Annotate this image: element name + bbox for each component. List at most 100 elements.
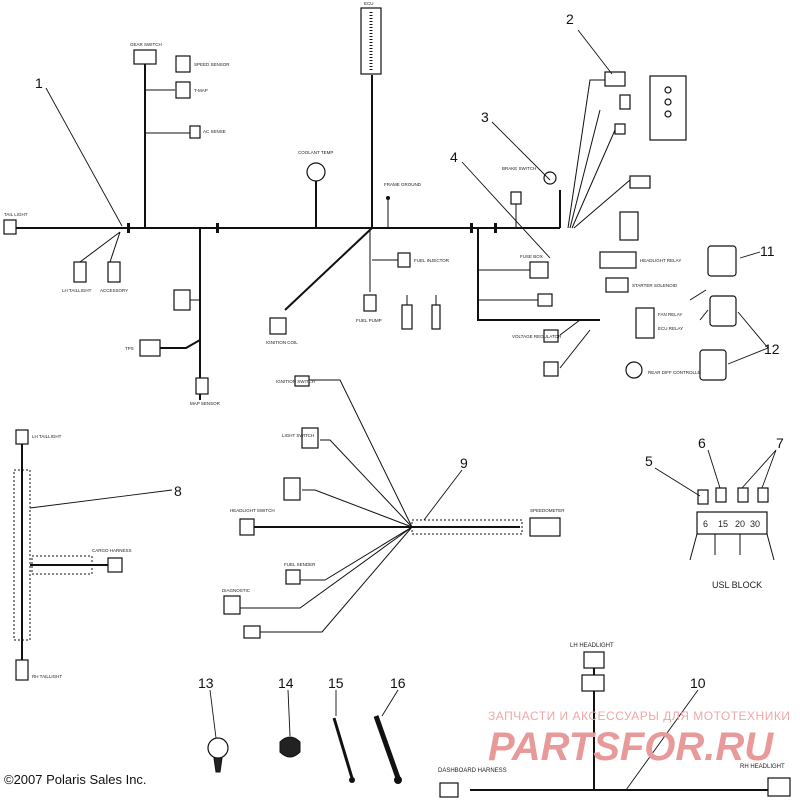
fuse-box-label: FUSE BOX [520, 254, 543, 259]
usl-fuse-5 [697, 489, 709, 505]
map-sensor-label: MAP SENSOR [190, 401, 221, 406]
callout-10: 10 [690, 675, 706, 691]
fuse-a [537, 293, 553, 307]
dashboard-harness-connector [439, 782, 459, 798]
callout-2: 2 [566, 11, 574, 27]
ecu-label: ECU [364, 1, 374, 6]
usl-fuse-7b [757, 487, 769, 503]
headlight-switch-label: HEADLIGHT SWITCH [230, 508, 275, 513]
fuse-box [529, 261, 549, 279]
t-map-connector [175, 81, 191, 99]
fuse-holder-3 [614, 123, 626, 135]
accessory-port [243, 625, 261, 639]
ac-sense-label: AC SENSE [203, 129, 226, 134]
usl-block-body [696, 511, 768, 535]
relay-12a [709, 295, 737, 327]
ac-sense-connector [189, 125, 201, 139]
ignition-switch-label: IGNITION SWITCH [276, 379, 315, 384]
t-map-label: T-MAP [194, 88, 208, 93]
part-16-tie [373, 715, 401, 779]
usl-num-3: 30 [750, 519, 760, 529]
rh-taillight-connector [15, 659, 29, 681]
fuel-sender-connector [285, 569, 301, 585]
coolant-temp-sensor [306, 162, 326, 182]
diagnostic-label: DIAGNOSTIC [222, 588, 251, 593]
lh-headlight-plug [581, 674, 605, 692]
speed-sensor-label: SPEED SENSOR [194, 62, 230, 67]
usl-num-0: 6 [703, 519, 708, 529]
rh-taillight-label: RH TAILLIGHT [32, 674, 62, 679]
lh-taillight-connector [15, 429, 29, 445]
callout-15: 15 [328, 675, 344, 691]
headlight-fuse [619, 211, 639, 241]
accessory-label: ACCESSORY [100, 288, 128, 293]
voltage-regulator-label: VOLTAGE REGULATOR [512, 334, 562, 339]
headlight-relay [599, 251, 637, 269]
part-15-tie [332, 717, 354, 779]
fuel-pump-connector [363, 294, 377, 312]
brake-switch-connector [510, 191, 522, 205]
injector-a-connector [401, 304, 413, 330]
fuel-sender-label: FUEL SENDER [284, 562, 316, 567]
lh-taillight-label: LH TAILLIGHT [32, 434, 62, 439]
rh-tail-plug [107, 261, 121, 283]
light-switch-connector [301, 427, 319, 449]
ignition-switch-connector [294, 375, 310, 387]
callout-6: 6 [698, 435, 706, 451]
callout-14: 14 [278, 675, 294, 691]
watermark-tagline: ЗАПЧАСТИ И АКСЕССУАРЫ ДЛЯ МОТОТЕХНИКИ [488, 709, 790, 723]
relay-12b [699, 349, 727, 381]
relay-block [635, 307, 655, 339]
part-13-grommet [207, 737, 229, 759]
callout-8: 8 [174, 483, 182, 499]
usl-fuse-7a [737, 487, 749, 503]
slave-solenoid [629, 175, 651, 189]
usl-num-2: 20 [735, 519, 745, 529]
taillight-harness: LH TAILLIGHT RH TAILLIGHT CARGO HARNESS [13, 429, 132, 681]
fuel-injector-label: FUEL INJECTOR [414, 258, 450, 263]
frame-ground-label: FRAME GROUND [384, 182, 422, 187]
speedometer-label: SPEEDOMETER [530, 508, 565, 513]
callout-5: 5 [645, 453, 653, 469]
gear-switch-label: GEAR SWITCH [130, 42, 162, 47]
callout-7: 7 [776, 435, 784, 451]
tail-light-connector [3, 219, 17, 235]
fuel-injector-connector [397, 252, 411, 268]
usl-block: 6 15 20 30 USL BLOCK [689, 487, 775, 590]
cargo-connector [107, 557, 123, 573]
ecu-relay-label: ECU RELAY [658, 326, 683, 331]
tail-light-label: TAIL LIGHT [4, 212, 28, 217]
ignition-coil-connector [269, 317, 287, 335]
injector-b-connector [431, 304, 441, 330]
lh-tail-label: LH TAILLIGHT [62, 288, 92, 293]
diagnostic-port [223, 595, 241, 615]
dash-harness: HEADLIGHT SWITCH SPEEDOMETER IGNITION SW… [222, 375, 565, 639]
cargo-label: CARGO HARNESS [92, 548, 132, 553]
rear-diff-connector [625, 361, 643, 379]
fuel-pump-label: FUEL PUMP [356, 318, 382, 323]
usl-num-1: 15 [718, 519, 728, 529]
brake-switch-label: BRAKE SWITCH [502, 166, 536, 171]
starter-solenoid [605, 277, 629, 293]
rear-diff-label: REAR DIFF CONTROLLER [648, 370, 705, 375]
headlight-harness: LH HEADLIGHT DASHBOARD HARNESS RH HEADLI… [438, 643, 791, 798]
rh-headlight-label: RH HEADLIGHT [740, 764, 785, 770]
starter-label: STARTER SOLENOID [632, 283, 678, 288]
watermark-logo: PARTSFOR.RU [488, 725, 774, 769]
gear-switch-connector [133, 49, 157, 65]
speedometer-connector [529, 517, 561, 537]
coolant-temp-label: COOLANT TEMP [298, 150, 333, 155]
fuse-chart [649, 75, 687, 141]
dashboard-harness-label: DASHBOARD HARNESS [438, 768, 507, 774]
lh-tail-plug [73, 261, 87, 283]
headlight-switch-connector [239, 518, 255, 536]
callout-9: 9 [460, 455, 468, 471]
copyright-text: ©2007 Polaris Sales Inc. [4, 772, 147, 787]
callout-1: 1 [35, 75, 43, 91]
usl-block-label: USL BLOCK [712, 580, 762, 590]
diagnostic-connector [283, 477, 301, 501]
usl-fuse-6 [715, 487, 727, 503]
light-switch-label: LIGHT SWITCH [282, 433, 314, 438]
callout-13: 13 [198, 675, 214, 691]
